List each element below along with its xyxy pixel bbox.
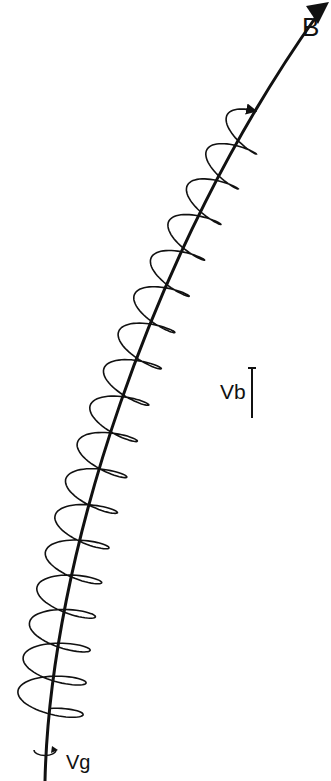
velocity-bar-tick — [248, 367, 256, 369]
helix-trajectory — [18, 109, 256, 717]
gyration-arrowhead — [51, 746, 58, 753]
velocity-label: Vb — [220, 381, 246, 402]
helix-path — [18, 109, 256, 717]
magnetic-field-line — [45, 14, 318, 781]
field-label: B — [302, 14, 319, 40]
velocity-label: Vg — [66, 752, 90, 772]
velocity-bar — [251, 368, 253, 418]
